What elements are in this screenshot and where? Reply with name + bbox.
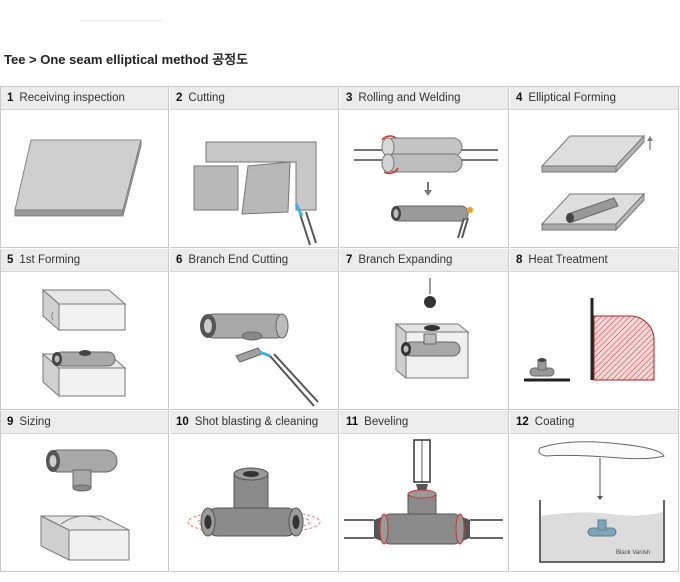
step-cell-12: 12 Coating Black Vanish [510, 411, 679, 572]
step-cell-3: 3 Rolling and Welding [340, 87, 509, 248]
step-header: 4 Elliptical Forming [510, 87, 678, 110]
step-number: 9 [7, 416, 14, 428]
beveling-illustration [344, 439, 503, 545]
step-label: Shot blasting & cleaning [194, 416, 319, 428]
step-number: 4 [516, 92, 523, 104]
step-number: 1 [7, 92, 14, 104]
step-label: Heat Treatment [528, 254, 608, 266]
heat-treatment-illustration [524, 298, 655, 382]
step-cell-5: 5 1st Forming [0, 249, 169, 410]
step-label: Receiving inspection [19, 92, 125, 104]
step-header: 9 Sizing [1, 411, 168, 434]
step-cell-6: 6 Branch End Cutting [170, 249, 339, 410]
shot-blasting-illustration [187, 467, 321, 537]
cutting-illustration [193, 141, 317, 246]
step-number: 8 [516, 254, 523, 266]
step-cell-7: 7 Branch Expanding [340, 249, 509, 410]
branch-expanding-illustration [394, 278, 470, 380]
step-label: Cutting [188, 92, 225, 104]
step-label: Elliptical Forming [528, 92, 616, 104]
step-header: 12 Coating [510, 411, 678, 434]
step-label: 1st Forming [19, 254, 81, 266]
step-label: Branch Expanding [358, 254, 453, 266]
step-header: 7 Branch Expanding [340, 249, 508, 272]
step-header: 6 Branch End Cutting [170, 249, 338, 272]
step-cell-1: 1 Receiving inspection [0, 87, 169, 248]
step-header: 1 Receiving inspection [1, 87, 168, 110]
step-label: Rolling and Welding [358, 92, 461, 104]
top-divider [80, 20, 162, 21]
step-number: 5 [7, 254, 14, 266]
step-header: 2 Cutting [170, 87, 338, 110]
step-header: 10 Shot blasting & cleaning [170, 411, 338, 434]
step-cell-2: 2 Cutting [170, 87, 339, 248]
rolling-welding-illustration [354, 135, 498, 239]
step-label: Coating [534, 416, 575, 428]
branch-end-cutting-illustration [200, 313, 319, 407]
step-label: Branch End Cutting [188, 254, 289, 266]
step-cell-10: 10 Shot blasting & cleaning [170, 411, 339, 572]
step-number: 2 [176, 92, 183, 104]
step-cell-4: 4 Elliptical Forming [510, 87, 679, 248]
step-number: 7 [346, 254, 353, 266]
coating-illustration: Black Vanish [538, 441, 665, 563]
coating-tank-label: Black Vanish [616, 550, 650, 556]
step-header: 11 Beveling [340, 411, 508, 434]
plate-illustration [14, 139, 142, 217]
step-number: 10 [176, 416, 189, 428]
step-cell-9: 9 Sizing [0, 411, 169, 572]
step-label: Sizing [19, 416, 51, 428]
step-number: 6 [176, 254, 183, 266]
step-number: 12 [516, 416, 529, 428]
step-number: 3 [346, 92, 353, 104]
step-header: 8 Heat Treatment [510, 249, 678, 272]
step-header: 5 1st Forming [1, 249, 168, 272]
elliptical-forming-illustration [540, 134, 653, 232]
step-header: 3 Rolling and Welding [340, 87, 508, 110]
step-cell-11: 11 Beveling [340, 411, 509, 572]
step-label: Beveling [364, 416, 409, 428]
step-cell-8: 8 Heat Treatment [510, 249, 679, 410]
page-title: Tee > One seam elliptical method 공정도 [4, 52, 249, 67]
step-number: 11 [346, 416, 359, 428]
sizing-illustration [40, 449, 130, 561]
first-forming-illustration [41, 288, 127, 398]
process-grid: 1 Receiving inspection 2 Cutting 3 Rolling … [0, 86, 680, 573]
